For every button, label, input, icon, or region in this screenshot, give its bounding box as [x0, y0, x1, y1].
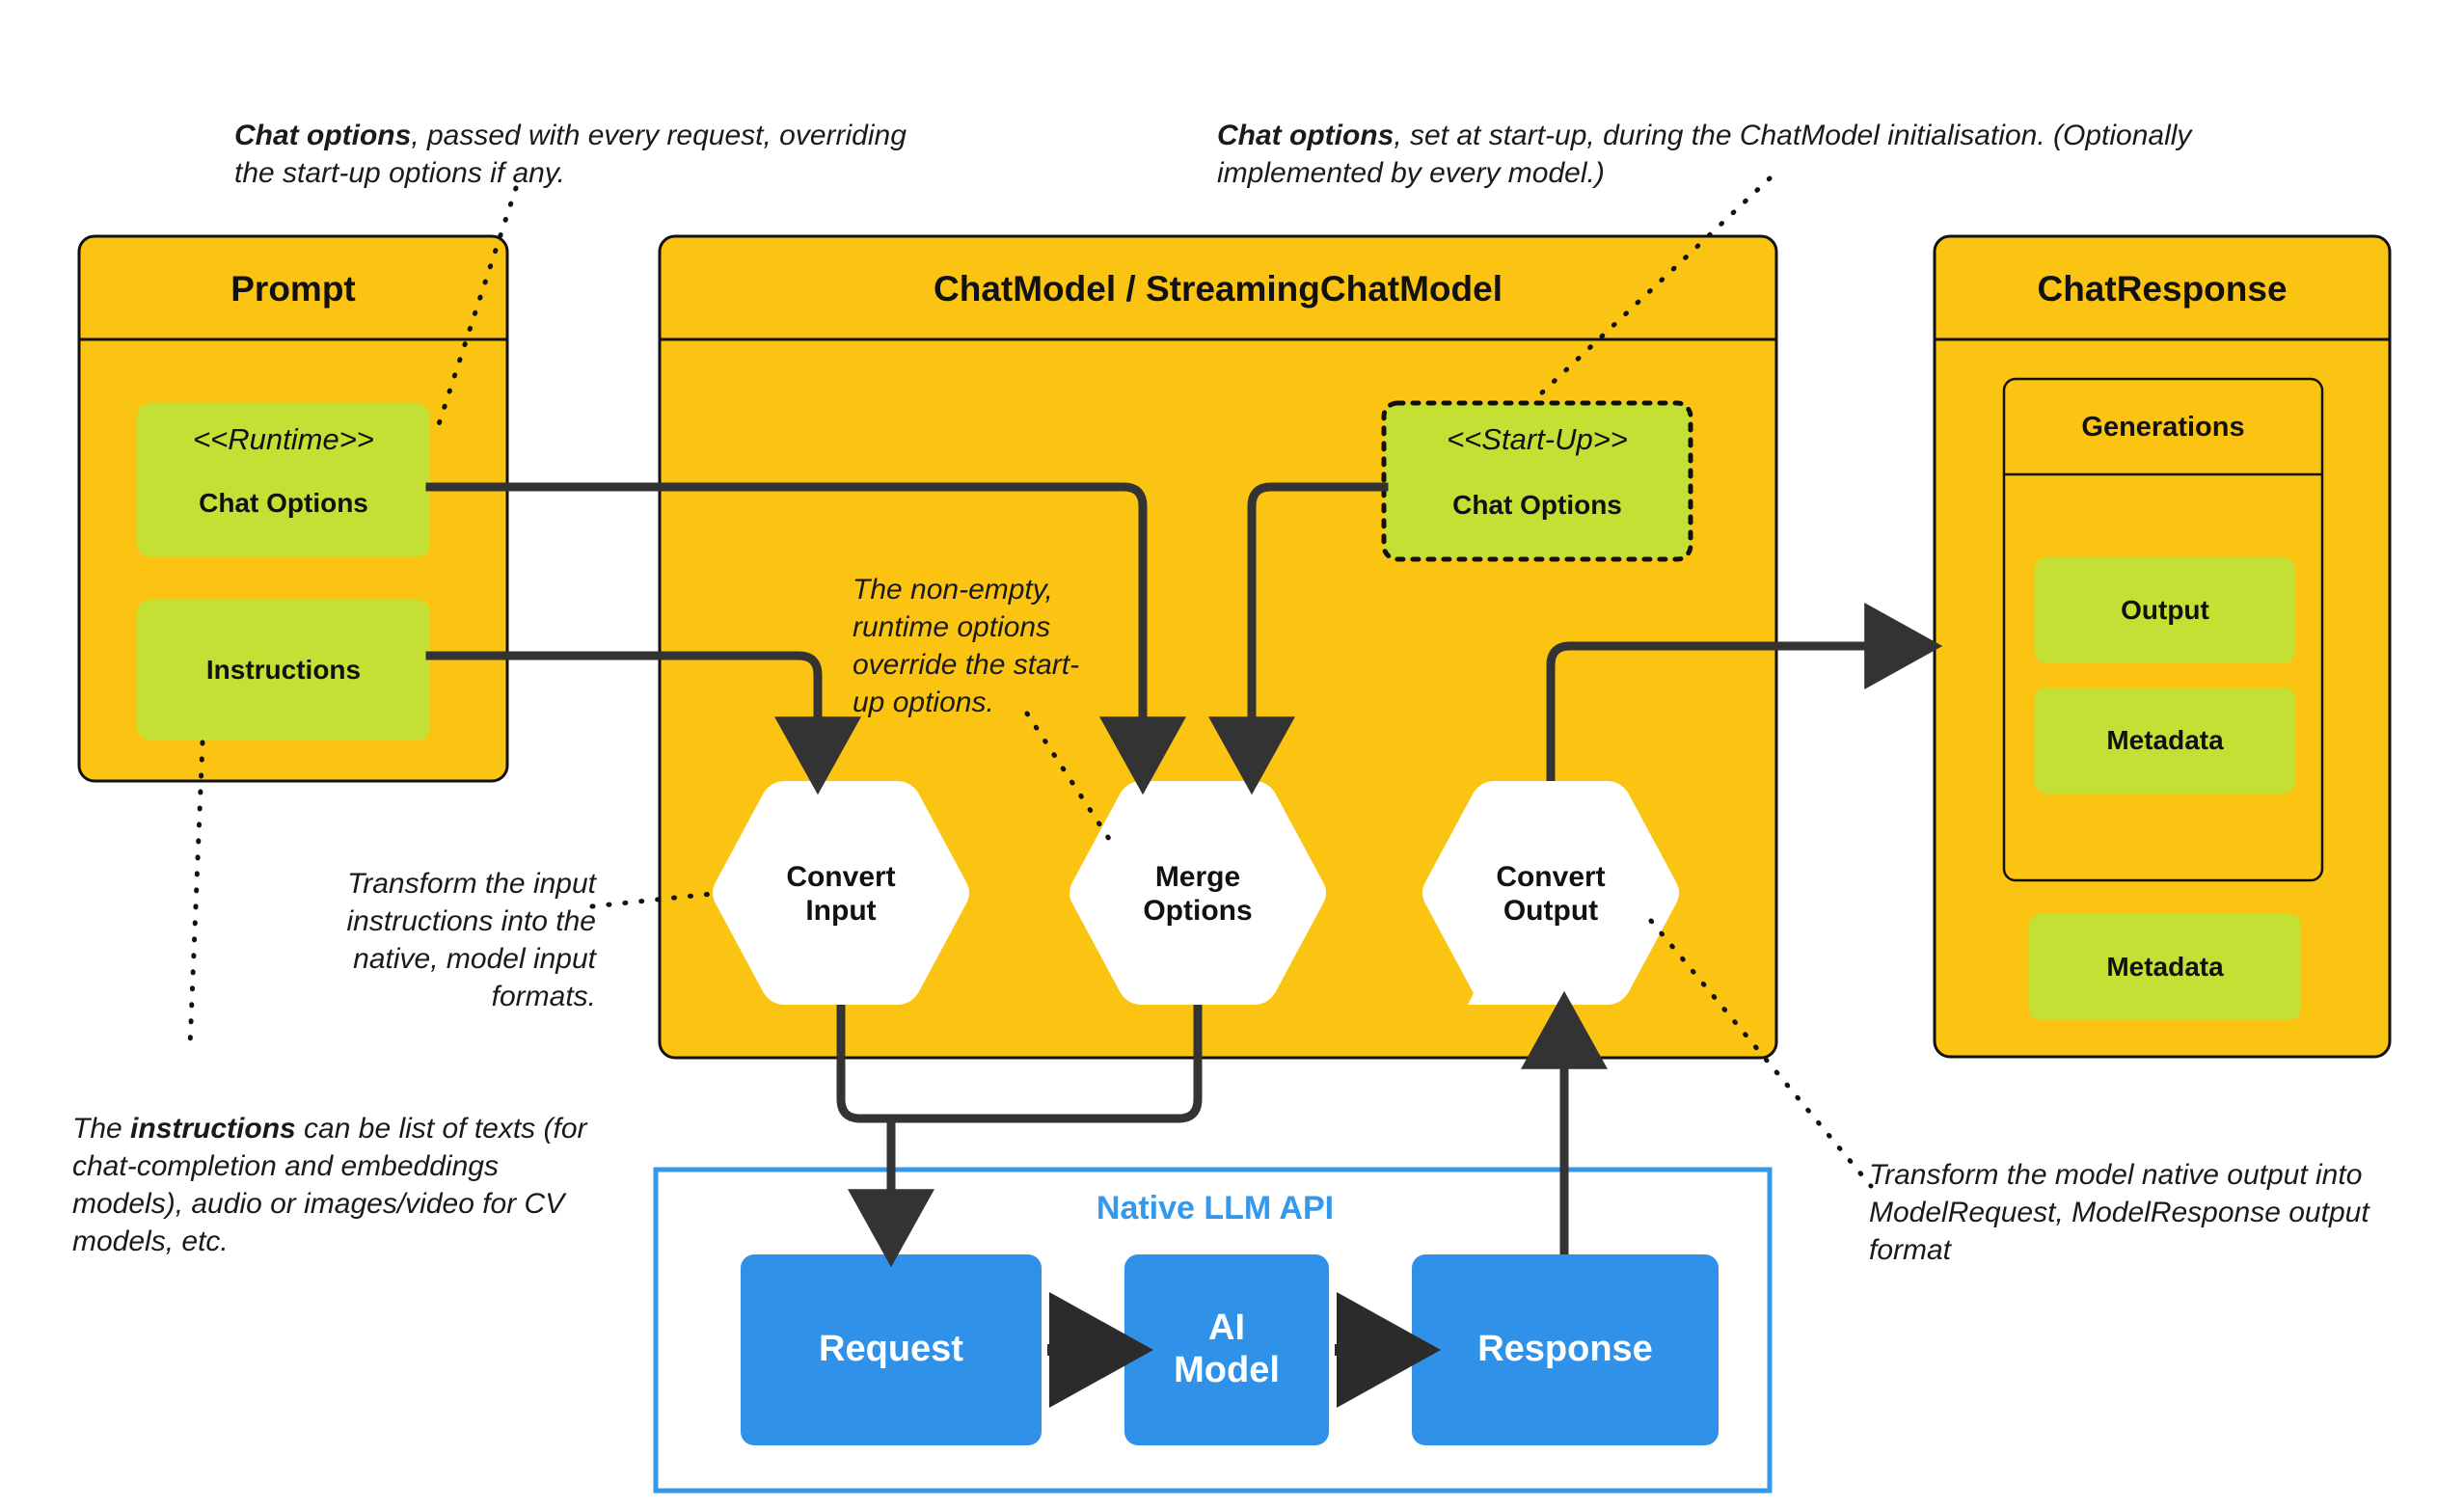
- chatresponse-title: ChatResponse: [2037, 269, 2288, 309]
- convert-input-line2: Input: [805, 895, 877, 927]
- annotation-instructions: The instructions can be list of texts (f…: [72, 1072, 612, 1260]
- convert-output-line1: Convert: [1496, 860, 1606, 893]
- hexagon-convert-input-label: Convert Input: [716, 831, 966, 957]
- annotation-instructions-rest: can be list of texts (for chat-completio…: [72, 1113, 587, 1257]
- chatmodel-title: ChatModel / StreamingChatModel: [934, 269, 1503, 309]
- hexagon-convert-output-label: Convert Output: [1425, 831, 1676, 957]
- annotation-convert-input: Transform the input instructions into th…: [258, 827, 596, 1015]
- annotation-startup-chat-options: Chat options, set at start-up, during th…: [1217, 79, 2307, 192]
- runtime-chat-options-label: Chat Options: [199, 488, 368, 518]
- merge-options-line2: Options: [1143, 895, 1253, 927]
- ai-model-label: AI Model: [1124, 1254, 1329, 1445]
- startup-chat-options-label: Chat Options: [1452, 490, 1622, 520]
- startup-stereotype-label: <<Start-Up>>: [1447, 422, 1628, 456]
- generation-metadata-label: Metadata: [2106, 725, 2224, 755]
- annotation-startup-bold: Chat options: [1217, 120, 1394, 151]
- hexagon-merge-options: [1070, 781, 1326, 1005]
- annotation-runtime-bold: Chat options: [234, 120, 412, 151]
- chatresponse-container: [1933, 234, 2392, 1059]
- generation-output-label: Output: [2121, 595, 2209, 625]
- runtime-chat-options-chip: [137, 403, 430, 557]
- native-llm-api-container: [653, 1167, 1773, 1494]
- leader-instructions-note: [187, 740, 205, 1049]
- connector-convert-input-to-request: [836, 1005, 891, 1123]
- prompt-title: Prompt: [230, 269, 356, 309]
- request-label: Request: [819, 1329, 963, 1370]
- startup-chat-options-chip: [1381, 400, 1693, 562]
- annotation-convert-output: Transform the model native output into M…: [1869, 1118, 2390, 1269]
- annotation-startup-rest: , set at start-up, during the ChatModel …: [1217, 120, 2192, 189]
- response-label: Response: [1477, 1329, 1653, 1370]
- merge-options-line1: Merge: [1154, 860, 1241, 893]
- annotation-runtime-rest: , passed with every request, overriding …: [234, 120, 907, 189]
- annotation-convert-output-text: Transform the model native output into M…: [1869, 1159, 2369, 1266]
- generations-title: Generations: [2081, 411, 2245, 443]
- annotation-instructions-bold: instructions: [130, 1113, 296, 1145]
- annotation-merge-options: The non-empty, runtime options override …: [853, 533, 1111, 721]
- ai-model-line1: AI: [1208, 1307, 1245, 1349]
- instructions-chip: [137, 600, 430, 741]
- runtime-stereotype-label: <<Runtime>>: [193, 422, 374, 456]
- annotation-merge-text: The non-empty, runtime options override …: [853, 574, 1080, 718]
- hexagon-merge-options-label: Merge Options: [1072, 831, 1323, 957]
- native-llm-api-title: Native LLM API: [1096, 1189, 1335, 1226]
- annotation-runtime-chat-options: Chat options, passed with every request,…: [234, 79, 929, 192]
- convert-input-line1: Convert: [786, 860, 896, 893]
- leader-startup-note: [1536, 175, 1773, 398]
- hexagon-convert-input: [713, 781, 969, 1005]
- hexagon-convert-output: [1422, 781, 1679, 1005]
- annotation-convert-input-text: Transform the input instructions into th…: [346, 868, 596, 1012]
- response-metadata-label: Metadata: [2106, 952, 2224, 982]
- connector-instructions-to-convert-input: [425, 651, 861, 795]
- connector-merge-options-to-request: [891, 1005, 1203, 1123]
- instructions-label: Instructions: [205, 655, 362, 685]
- leader-convert-input-note: [589, 890, 724, 909]
- connector-convert-output-to-chatresponse: [1546, 603, 1943, 781]
- annotation-instructions-pre: The: [72, 1113, 131, 1145]
- connector-runtime-to-merge: [425, 482, 1186, 795]
- ai-model-line2: Model: [1174, 1350, 1280, 1390]
- convert-output-line2: Output: [1503, 895, 1599, 927]
- connector-startup-to-merge: [1208, 482, 1389, 795]
